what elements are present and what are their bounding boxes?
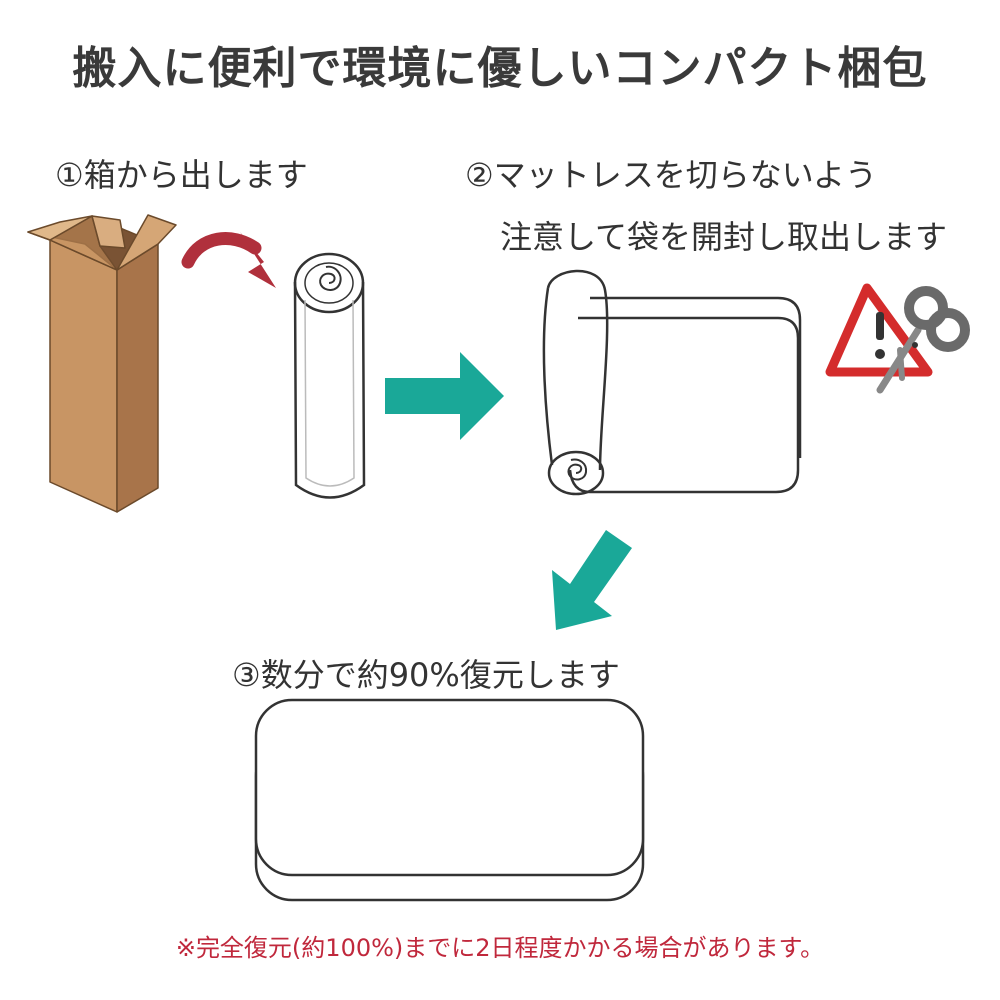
cardboard-box-icon [27,214,177,513]
unrolling-mattress-icon [542,269,802,496]
step-3-label: ③数分で約90%復元します [232,656,620,694]
down-left-arrow-icon [552,530,632,630]
recovery-note: ※完全復元(約100%)までに2日程度かかる場合があります。 [175,934,825,962]
step-2-label-line-2: 注意して袋を開封し取出します [500,218,948,256]
curved-arrow-icon [181,232,276,288]
scissors-icon [876,286,970,394]
right-arrow-icon [385,352,504,440]
warning-triangle-icon [825,283,933,377]
mattress-icon [254,698,645,902]
step-2-label-line-1: ②マットレスを切らないよう [465,156,878,194]
page-title: 搬入に便利で環境に優しいコンパクト梱包 [72,43,928,94]
step-1-label: ①箱から出します [55,156,308,194]
rolled-mattress-icon [293,252,366,499]
